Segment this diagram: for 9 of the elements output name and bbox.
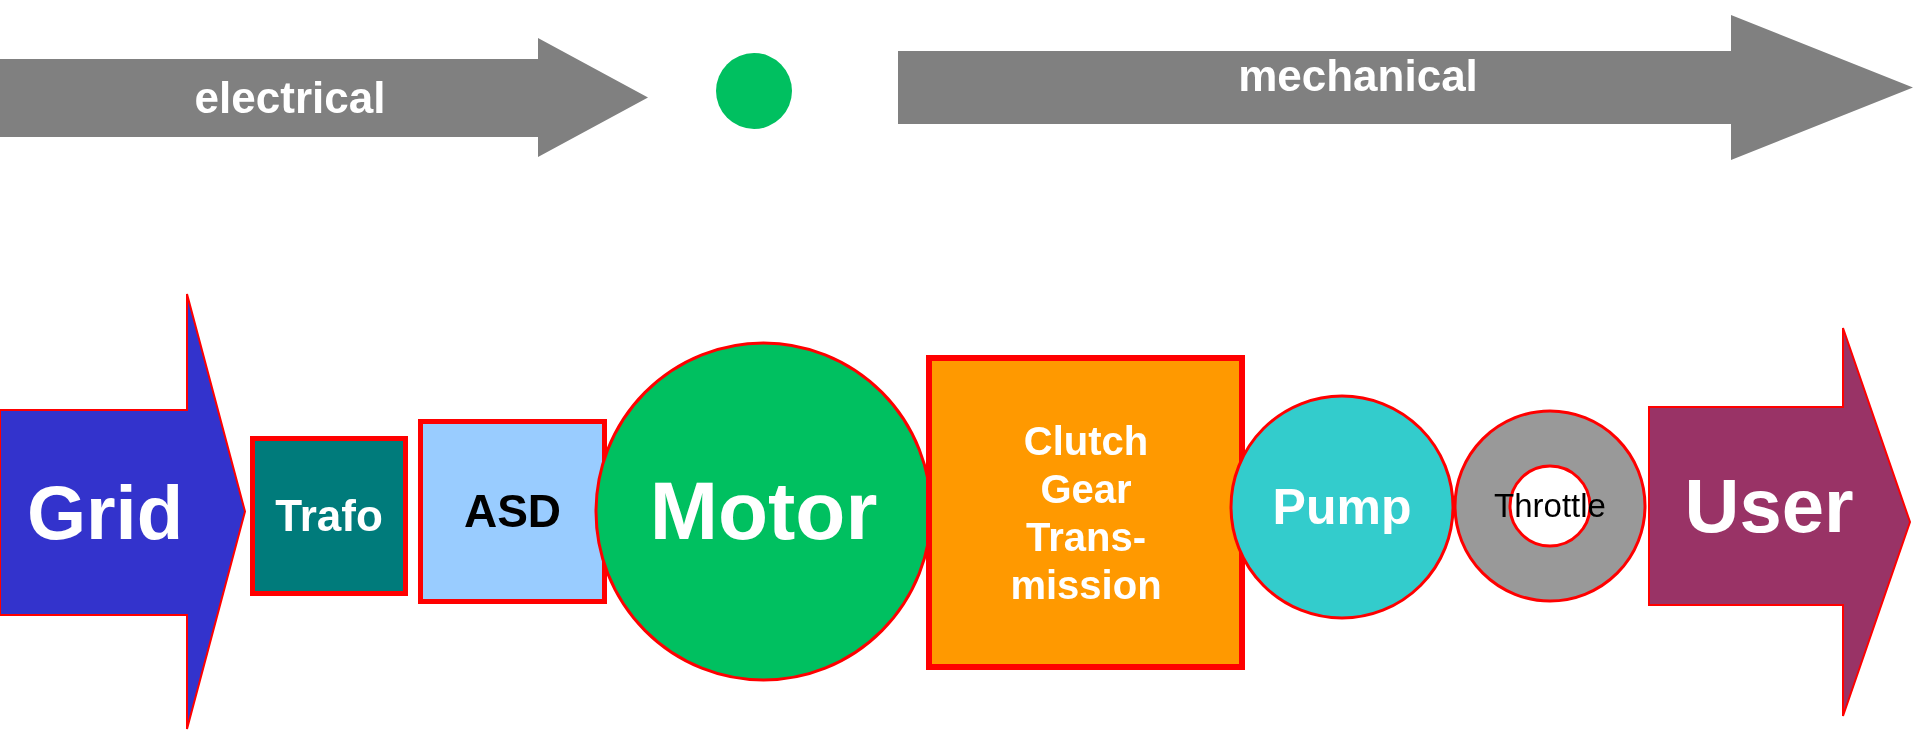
node-label: Grid: [26, 468, 184, 557]
node-label: Trafo: [275, 489, 383, 542]
node-label: Pump: [1272, 478, 1412, 537]
node-label: electrical: [194, 71, 386, 124]
node-label: User: [1684, 462, 1854, 551]
node-label: Clutch Gear Trans- mission: [1009, 417, 1163, 609]
node-label: mechanical: [1238, 49, 1478, 102]
node-label: Motor: [649, 464, 878, 559]
node-label: ASD: [463, 483, 562, 539]
